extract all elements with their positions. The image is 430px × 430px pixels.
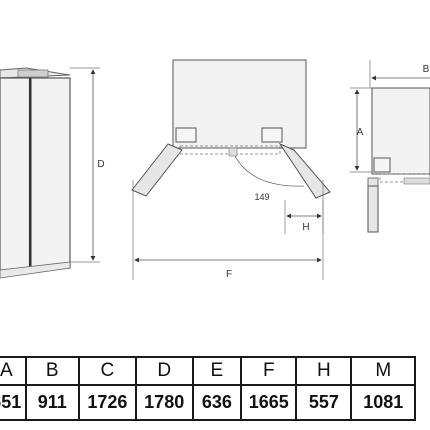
dimension-b-label: B <box>423 64 430 75</box>
table-header-d: D <box>134 356 194 386</box>
fridge-side-detail: B A <box>350 60 430 233</box>
dimension-f-label: F <box>226 269 232 280</box>
table-value-d: 1780 <box>134 384 194 421</box>
fridge-front-view: D <box>0 67 106 279</box>
table-header-row: A B C D E F H M <box>0 356 416 386</box>
table-value-c: 1726 <box>77 384 137 421</box>
table-value-f: 1665 <box>240 384 298 421</box>
fridge-top-view: 149 H F <box>131 59 331 280</box>
table-header-e: E <box>191 356 243 386</box>
table-header-a: A <box>0 356 27 386</box>
dimension-d-label: D <box>97 159 104 170</box>
table-header-f: F <box>240 356 298 386</box>
table-value-row: 651 911 1726 1780 636 1665 557 1081 <box>0 384 416 421</box>
table-value-a: 651 <box>0 384 27 421</box>
dimension-a-label: A <box>357 127 364 138</box>
table-value-h: 557 <box>295 384 353 421</box>
dimension-h-label: H <box>302 222 309 233</box>
table-header-m: M <box>350 356 416 386</box>
table-value-m: 1081 <box>350 384 416 421</box>
angle-label: 149 <box>254 192 269 202</box>
table-header-b: B <box>24 356 80 386</box>
table-header-c: C <box>77 356 137 386</box>
dimension-spec-table: A B C D E F H M 651 911 1726 1780 636 16… <box>0 356 416 421</box>
table-header-h: H <box>295 356 353 386</box>
table-value-e: 636 <box>191 384 243 421</box>
table-value-b: 911 <box>24 384 80 421</box>
